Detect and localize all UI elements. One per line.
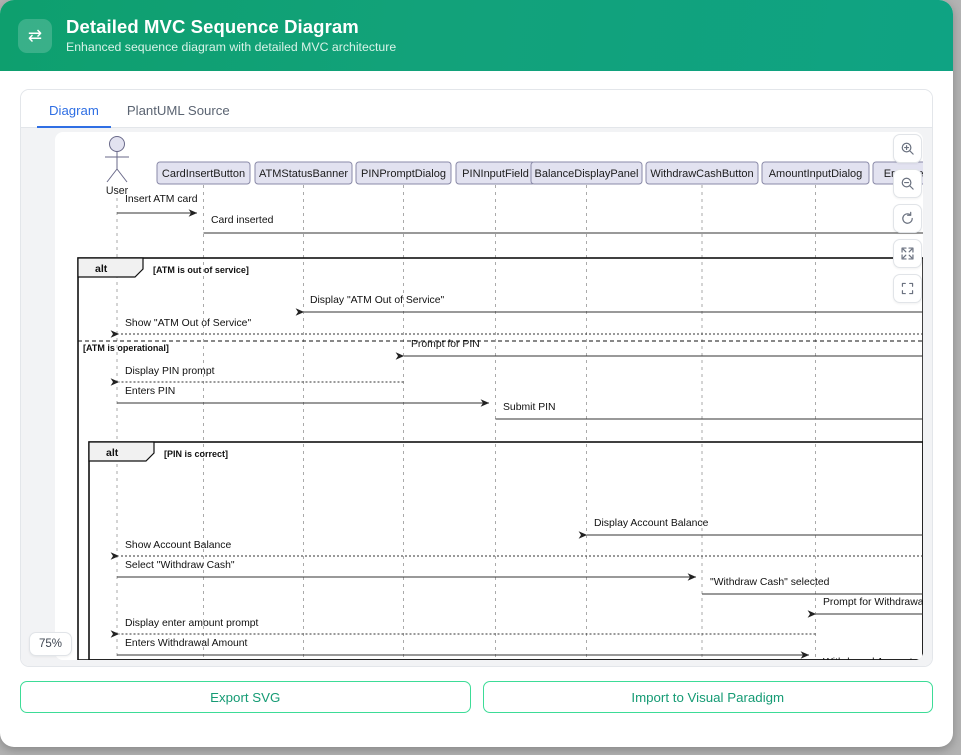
- tab-plantuml-source[interactable]: PlantUML Source: [126, 103, 230, 118]
- footer-actions: Export SVG Import to Visual Paradigm: [20, 681, 933, 713]
- message-label: Display PIN prompt: [125, 366, 215, 377]
- message-display-enter-amount-prompt: Display enter amount prompt: [110, 618, 816, 638]
- zoom-controls: [893, 134, 922, 303]
- message-display-atm-out-of-service: Display "ATM Out of Service": [295, 295, 923, 316]
- message-display-pin-prompt: Display PIN prompt: [110, 366, 404, 386]
- message-label: Enters Withdrawal Amount: [125, 638, 248, 649]
- message-prompt-for-withdrawal-amount: Prompt for Withdrawal Amou: [807, 597, 923, 618]
- message-label: "Withdraw Cash" selected: [710, 577, 830, 588]
- fragment-alt-pin-correct: alt [PIN is correct]: [88, 441, 923, 660]
- fragment-condition: [PIN is correct]: [164, 449, 228, 459]
- fullscreen-icon[interactable]: [893, 274, 922, 303]
- message-label: Withdrawal Amount entered: [823, 657, 923, 660]
- header-text-block: Detailed MVC Sequence Diagram Enhanced s…: [66, 16, 396, 54]
- message-display-account-balance: Display Account Balance: [578, 518, 923, 539]
- participant-label-balancedisplaypanel: BalanceDisplayPanel: [535, 168, 639, 180]
- diagram-panel: Diagram PlantUML Source: [20, 89, 933, 667]
- message-label: Submit PIN: [503, 402, 556, 413]
- tab-diagram[interactable]: Diagram: [37, 97, 111, 128]
- fragment-keyword: alt: [106, 447, 119, 459]
- zoom-out-icon[interactable]: [893, 169, 922, 198]
- message-label: Select "Withdraw Cash": [125, 560, 235, 571]
- participant-boxes: CardInsertButton ATMStatusBanner PINProm…: [156, 161, 923, 185]
- page-title: Detailed MVC Sequence Diagram: [66, 16, 359, 38]
- fragment-keyword: alt: [95, 263, 108, 275]
- reset-zoom-icon[interactable]: [893, 204, 922, 233]
- participant-label-withdrawcashbutton: WithdrawCashButton: [650, 168, 753, 180]
- message-card-inserted: Card inserted: [203, 215, 923, 234]
- message-prompt-for-pin: Prompt for PIN: [395, 339, 923, 360]
- message-label: Prompt for Withdrawal Amou: [823, 597, 923, 608]
- message-label: Card inserted: [211, 215, 274, 226]
- message-enters-pin: Enters PIN: [117, 386, 490, 407]
- import-visual-paradigm-button[interactable]: Import to Visual Paradigm: [482, 681, 933, 713]
- message-withdraw-cash-selected: "Withdraw Cash" selected: [702, 577, 923, 595]
- fragment-else-atm-operational: [ATM is operational]: [78, 340, 923, 353]
- message-label: Display Account Balance: [594, 518, 709, 529]
- diagram-canvas[interactable]: User CardInsertButton ATMStatusBanner PI…: [55, 132, 923, 660]
- message-select-withdraw-cash: Select "Withdraw Cash": [117, 560, 697, 581]
- message-insert-atm-card: Insert ATM card: [117, 194, 198, 217]
- zoom-level-badge: 75%: [29, 632, 73, 656]
- message-show-account-balance: Show Account Balance: [110, 540, 923, 560]
- sequence-diagram-svg: User CardInsertButton ATMStatusBanner PI…: [77, 136, 923, 660]
- message-withdrawal-amount-entered: Withdrawal Amount entered: [823, 657, 923, 660]
- message-label: Display "ATM Out of Service": [310, 295, 445, 306]
- message-label: Insert ATM card: [125, 194, 198, 205]
- participant-label-atmstatusbanner: ATMStatusBanner: [259, 168, 348, 180]
- message-label: Show "ATM Out of Service": [125, 318, 251, 329]
- message-show-atm-out-of-service: Show "ATM Out of Service": [110, 318, 923, 338]
- tab-bar: Diagram PlantUML Source: [21, 90, 932, 128]
- message-label: Show Account Balance: [125, 540, 232, 551]
- message-enters-withdrawal-amount: Enters Withdrawal Amount: [117, 638, 810, 659]
- message-label: Enters PIN: [125, 386, 175, 397]
- fragment-condition: [ATM is out of service]: [153, 265, 249, 275]
- participant-label-pinpromptdialog: PINPromptDialog: [361, 168, 446, 180]
- message-label: Display enter amount prompt: [125, 618, 259, 629]
- participant-label-amountinputdialog: AmountInputDialog: [769, 168, 863, 180]
- participant-label-pininputfield: PINInputField: [462, 168, 529, 180]
- fragment-alt-atm-service: alt [ATM is out of service]: [77, 257, 923, 660]
- fit-screen-icon[interactable]: [893, 239, 922, 268]
- fragment-else-condition: [ATM is operational]: [83, 343, 169, 353]
- participant-label-cardinsertbutton: CardInsertButton: [162, 168, 245, 180]
- actor-user: User: [105, 136, 129, 197]
- message-label: Prompt for PIN: [411, 339, 480, 350]
- page-subtitle: Enhanced sequence diagram with detailed …: [66, 39, 397, 54]
- diagram-viewport[interactable]: 75%: [21, 128, 932, 666]
- zoom-in-icon[interactable]: [893, 134, 922, 163]
- app-header: ⇄ Detailed MVC Sequence Diagram Enhanced…: [0, 0, 953, 71]
- exchange-arrows-icon: ⇄: [18, 18, 52, 53]
- message-submit-pin: Submit PIN: [495, 402, 923, 420]
- actor-label-user: User: [106, 185, 129, 197]
- export-svg-button[interactable]: Export SVG: [20, 681, 471, 713]
- lifelines: [116, 185, 816, 657]
